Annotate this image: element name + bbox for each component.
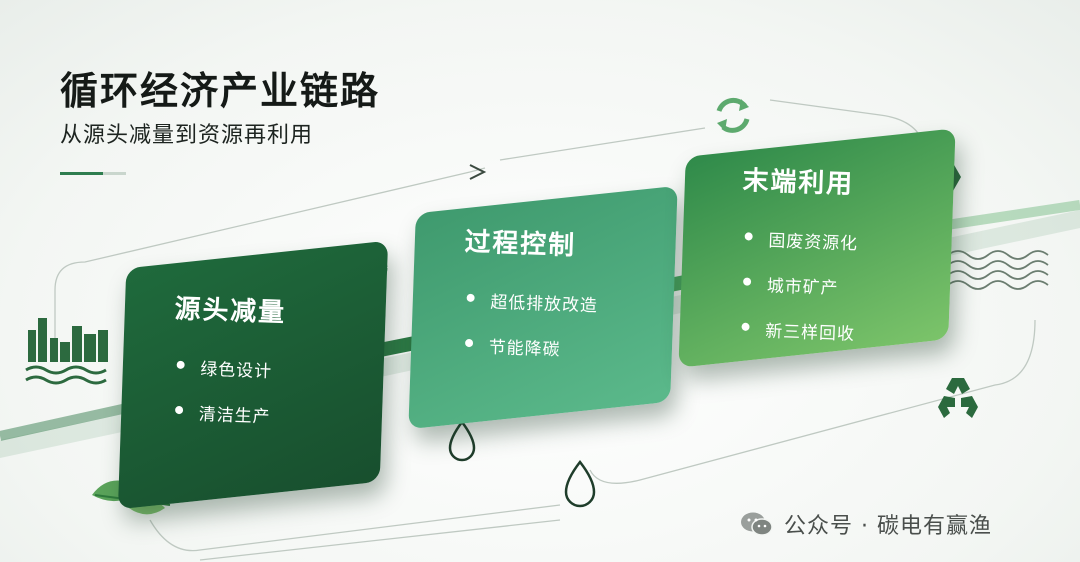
card-item-list: 绿色设计 清洁生产	[171, 354, 384, 432]
card-item: 固废资源化	[740, 225, 952, 258]
card-item: 节能降碳	[461, 332, 673, 365]
card-item: 城市矿产	[739, 270, 951, 303]
wechat-icon	[741, 512, 773, 536]
card-process-control: 过程控制 超低排放改造 节能降碳	[408, 185, 678, 430]
watermark-text: 公众号 · 碳电有赢渔	[784, 514, 992, 539]
card-item: 清洁生产	[171, 399, 383, 432]
watermark: 公众号 · 碳电有赢渔	[740, 508, 992, 540]
flow-arrow-top	[469, 164, 487, 180]
flow-line-bottom-right	[589, 319, 1036, 484]
wave-icon	[947, 250, 1049, 290]
card-item: 绿色设计	[172, 354, 384, 387]
flow-line-top-left	[54, 171, 471, 340]
page-subtitle: 从源头减量到资源再利用	[60, 123, 314, 148]
factory-icon	[25, 318, 108, 385]
card-title: 末端利用	[742, 165, 855, 200]
recycle-icon	[716, 97, 750, 133]
flow-line-bottom-left	[149, 504, 561, 552]
title-underline	[60, 172, 126, 175]
card-title: 过程控制	[464, 227, 577, 262]
card-item: 超低排放改造	[462, 287, 674, 320]
card-title: 源头减量	[174, 294, 287, 329]
card-item: 新三样回收	[737, 315, 949, 348]
card-end-utilization: 末端利用 固废资源化 城市矿产 新三样回收	[678, 128, 956, 368]
water-drop-icon	[448, 419, 476, 462]
page-title: 循环经济产业链路	[60, 69, 381, 113]
card-item-list: 超低排放改造 节能降碳	[461, 287, 674, 365]
card-source-reduction: 源头减量 绿色设计 清洁生产	[117, 240, 389, 510]
water-drop-icon	[564, 459, 596, 508]
card-item-list: 固废资源化 城市矿产 新三样回收	[737, 225, 952, 348]
recycle-icon	[938, 378, 978, 418]
